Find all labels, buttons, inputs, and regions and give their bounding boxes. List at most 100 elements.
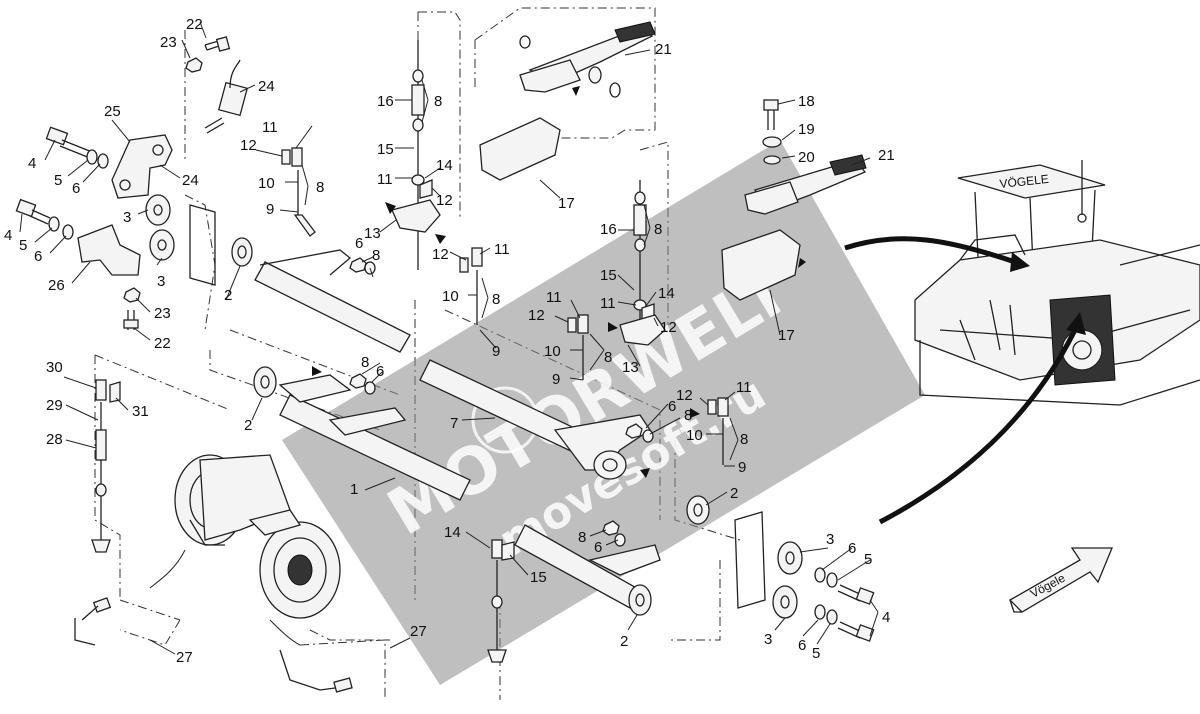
label-21-right: 21 bbox=[878, 147, 895, 164]
label-9-mid: 9 bbox=[492, 343, 500, 360]
label-8-shaft: 8 bbox=[361, 354, 369, 371]
shaft-assembly bbox=[231, 237, 710, 616]
label-4-upper: 4 bbox=[28, 155, 36, 172]
label-1: 1 bbox=[350, 481, 358, 498]
label-15-top: 15 bbox=[377, 141, 394, 158]
label-2-right: 2 bbox=[730, 485, 738, 502]
label-22-top: 22 bbox=[186, 16, 203, 33]
label-23-lower: 23 bbox=[154, 305, 171, 322]
label-16-right: 16 bbox=[600, 221, 617, 238]
label-25: 25 bbox=[104, 103, 121, 120]
label-6-right: 6 bbox=[668, 398, 676, 415]
label-10-mid: 10 bbox=[442, 288, 459, 305]
label-17-right: 17 bbox=[778, 327, 795, 344]
label-8-lower: 8 bbox=[578, 529, 586, 546]
label-16-top: 16 bbox=[377, 93, 394, 110]
label-28: 28 bbox=[46, 431, 63, 448]
triangle-pointers bbox=[312, 86, 806, 478]
handbrake-assembly-top bbox=[281, 21, 867, 663]
label-10-center: 10 bbox=[544, 343, 561, 360]
label-3-upper-right: 3 bbox=[826, 531, 834, 548]
label-27-left: 27 bbox=[176, 649, 193, 666]
label-29: 29 bbox=[46, 397, 63, 414]
left-bracket-assembly bbox=[15, 36, 249, 330]
label-6-upper-right: 6 bbox=[848, 540, 856, 557]
label-12-center: 12 bbox=[528, 307, 545, 324]
label-6-lower-shaft: 6 bbox=[594, 539, 602, 556]
label-6-lower-right: 6 bbox=[798, 637, 806, 654]
label-7: 7 bbox=[450, 415, 458, 432]
label-3-upper-left: 3 bbox=[123, 209, 131, 226]
label-27-right: 27 bbox=[410, 623, 427, 640]
label-8-right-nut: 8 bbox=[684, 407, 692, 424]
label-18: 18 bbox=[798, 93, 815, 110]
label-14-top: 14 bbox=[436, 157, 453, 174]
right-bracket-assembly bbox=[734, 511, 875, 642]
label-2-mid: 2 bbox=[244, 417, 252, 434]
label-8-right: 8 bbox=[740, 431, 748, 448]
label-8-mid-nut: 8 bbox=[372, 247, 380, 264]
label-3-lower-left: 3 bbox=[157, 273, 165, 290]
label-14-bottom: 14 bbox=[444, 524, 461, 541]
label-11-right: 11 bbox=[736, 379, 752, 396]
sensor-cable-27 bbox=[74, 597, 386, 700]
label-11-right-top: 11 bbox=[600, 295, 616, 312]
label-4-lower: 4 bbox=[4, 227, 12, 244]
label-6-upper: 6 bbox=[72, 180, 80, 197]
label-3-lower-right: 3 bbox=[764, 631, 772, 648]
label-5-upper: 5 bbox=[54, 172, 62, 189]
label-15-bottom: 15 bbox=[530, 569, 547, 586]
label-22-lower: 22 bbox=[154, 335, 171, 352]
label-30: 30 bbox=[46, 359, 63, 376]
label-8-left: 8 bbox=[316, 179, 324, 196]
label-14-right: 14 bbox=[658, 285, 675, 302]
label-9-left: 9 bbox=[266, 201, 274, 218]
part-labels: 22 23 24 25 4 5 6 24 3 4 5 6 26 3 23 22 … bbox=[4, 16, 895, 666]
vogele-direction-arrow: Vögele bbox=[1008, 547, 1113, 613]
label-5-upper-right: 5 bbox=[864, 551, 872, 568]
label-9-right: 9 bbox=[738, 459, 746, 476]
label-2-upper: 2 bbox=[224, 287, 232, 304]
label-11-mid: 11 bbox=[494, 241, 510, 258]
label-4-right: 4 bbox=[882, 609, 890, 626]
drive-motor bbox=[149, 454, 341, 646]
leader-lines bbox=[19, 21, 879, 655]
label-9-center: 9 bbox=[552, 371, 560, 388]
label-12-mid: 12 bbox=[432, 246, 449, 263]
label-10-right: 10 bbox=[686, 427, 703, 444]
label-8-right-top: 8 bbox=[654, 221, 662, 238]
cable-parts-28-31 bbox=[91, 379, 121, 553]
label-17-top: 17 bbox=[558, 195, 575, 212]
label-11-top: 11 bbox=[377, 171, 393, 188]
label-12-right-top: 12 bbox=[660, 319, 677, 336]
label-8-top: 8 bbox=[434, 93, 442, 110]
label-13-top: 13 bbox=[364, 225, 381, 242]
label-21-top: 21 bbox=[655, 41, 672, 58]
label-12-right: 12 bbox=[676, 387, 693, 404]
label-24-top: 24 bbox=[258, 78, 275, 95]
label-13-right: 13 bbox=[622, 359, 639, 376]
label-19: 19 bbox=[798, 121, 815, 138]
paver-machine: VÖGELE bbox=[914, 160, 1200, 406]
label-8-mid: 8 bbox=[492, 291, 500, 308]
label-2-lower: 2 bbox=[620, 633, 628, 650]
label-24-mid: 24 bbox=[182, 172, 199, 189]
label-8-center: 8 bbox=[604, 349, 612, 366]
label-12-left: 12 bbox=[240, 137, 257, 154]
callout-arrows bbox=[844, 236, 1086, 525]
label-6-lower: 6 bbox=[34, 248, 42, 265]
label-23-top: 23 bbox=[160, 34, 177, 51]
label-11-left: 11 bbox=[262, 119, 278, 136]
label-5-lower: 5 bbox=[19, 237, 27, 254]
label-15-right: 15 bbox=[600, 267, 617, 284]
label-20: 20 bbox=[798, 149, 815, 166]
label-26: 26 bbox=[48, 277, 65, 294]
label-6-mid: 6 bbox=[355, 235, 363, 252]
label-10-left: 10 bbox=[258, 175, 275, 192]
label-12-top: 12 bbox=[436, 192, 453, 209]
canopy-brand: VÖGELE bbox=[999, 172, 1050, 191]
label-11-center: 11 bbox=[546, 289, 562, 306]
label-31: 31 bbox=[132, 403, 149, 420]
label-5-lower-right: 5 bbox=[812, 645, 820, 662]
